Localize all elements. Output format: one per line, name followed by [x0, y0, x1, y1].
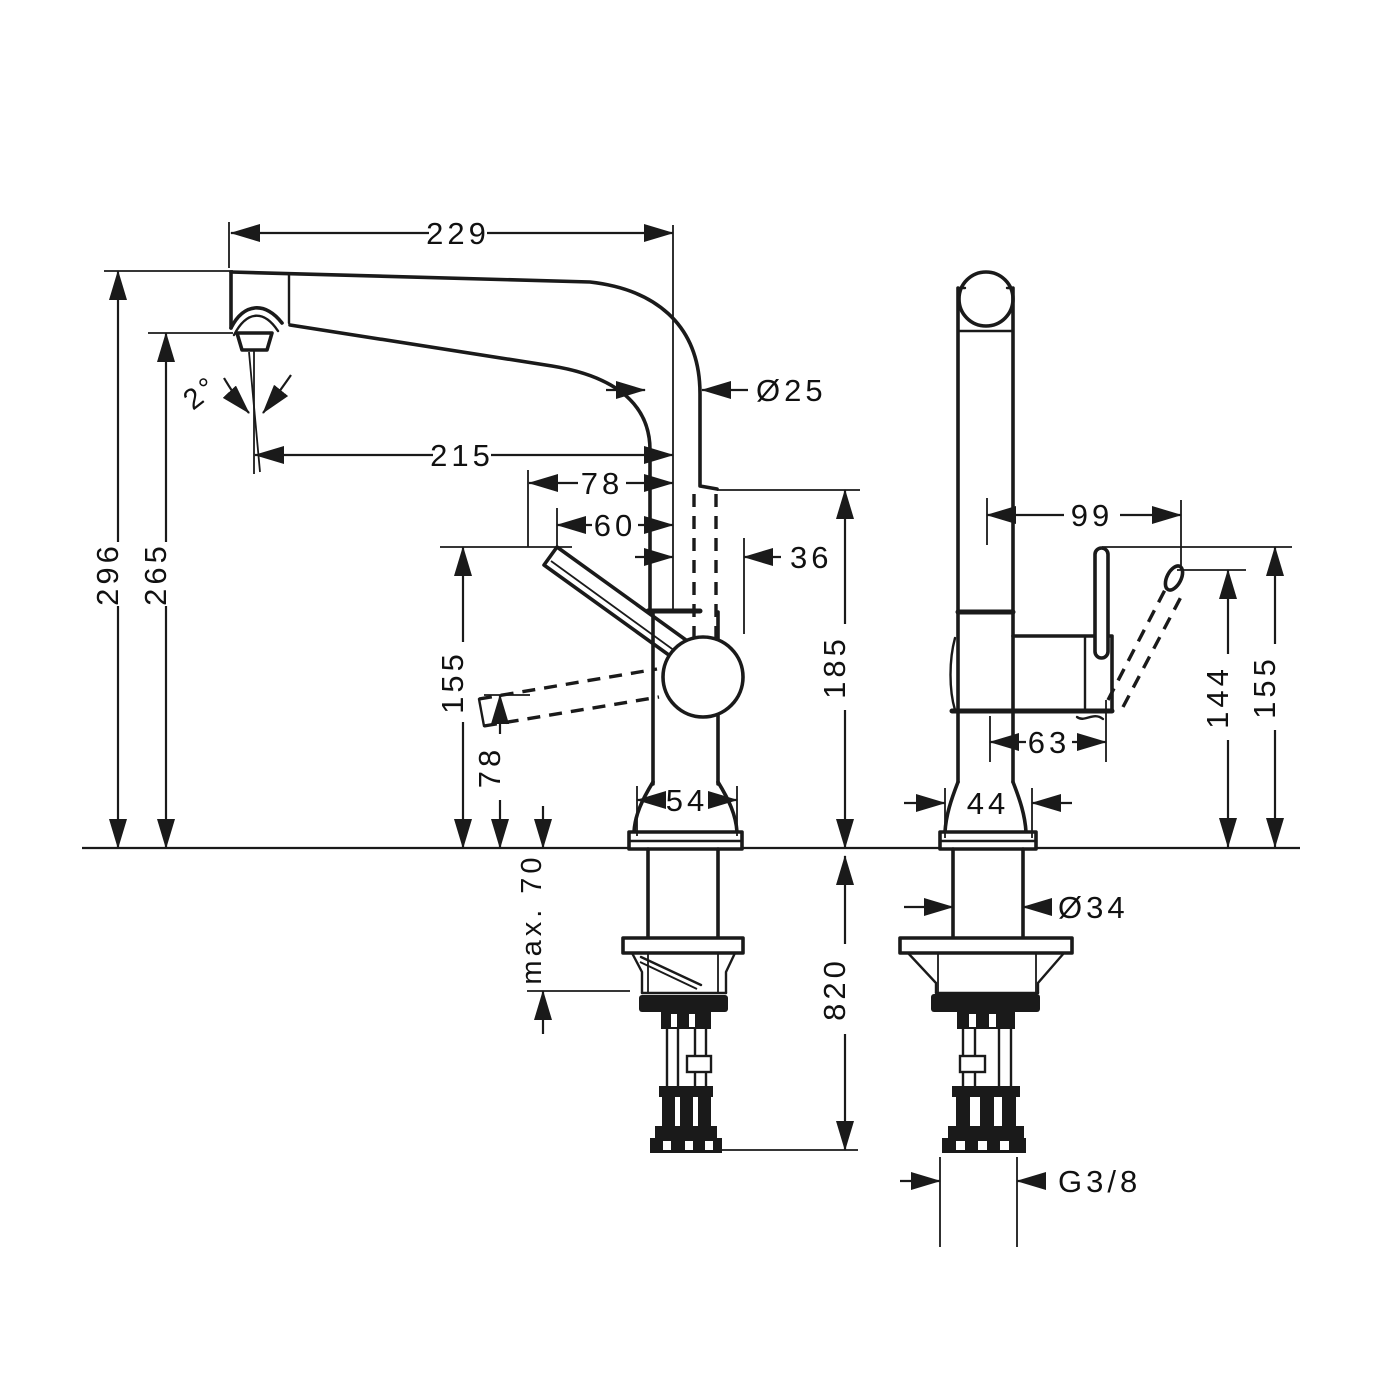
dimensions: 229 215 2° Ø25 78 60	[90, 216, 1284, 1199]
aerator-dome-inner	[232, 314, 280, 337]
right-view-faucet	[898, 270, 1185, 1153]
dim-label-78: 78	[581, 466, 623, 501]
dim-height-155-right: 155	[1247, 546, 1284, 848]
aerator-dome	[229, 306, 284, 330]
dim-offset-78: 78	[528, 466, 674, 501]
lever-rod-upright	[1093, 546, 1110, 660]
dim-label-265: 265	[138, 542, 173, 606]
dim-height-296: 296	[90, 270, 127, 849]
dim-label-60: 60	[594, 508, 636, 543]
dim-spout-reach-229: 229	[230, 216, 674, 251]
dim-label-g38: G3/8	[1058, 1164, 1141, 1199]
dim-height-185: 185	[817, 489, 854, 849]
handle-lowered-bottom	[483, 695, 660, 728]
dim-base-width-54: 54	[636, 783, 738, 818]
dim-shank-dia-34: Ø34	[904, 890, 1129, 925]
dim-base-depth-44: 44	[904, 786, 1072, 821]
dim-label-dia34: Ø34	[1058, 890, 1129, 925]
lever-tip	[1163, 564, 1185, 592]
handle-lowered-endcap	[477, 697, 486, 728]
dim-height-78: 78	[472, 694, 509, 849]
dim-spout-angle-2deg: 2°	[178, 369, 292, 417]
dim-handle-reach-99: 99	[986, 498, 1182, 533]
dim-label-229: 229	[426, 216, 490, 251]
dim-label-max70: max. 70	[516, 853, 548, 984]
left-view-faucet	[229, 270, 745, 1153]
dim-label-2deg: 2°	[178, 369, 226, 416]
body-collar	[949, 636, 957, 712]
dim-height-265: 265	[138, 332, 175, 849]
handle-pivot	[661, 635, 745, 719]
pipe-top-cap	[957, 270, 1015, 328]
dim-label-820: 820	[817, 957, 852, 1021]
dim-spout-diameter-25: Ø25	[606, 373, 827, 408]
dim-offset-36: 36	[635, 540, 832, 575]
dim-offset-60: 60	[556, 508, 674, 543]
dim-label-155-right: 155	[1247, 655, 1282, 719]
base-flare-right	[716, 780, 739, 834]
dim-label-296: 296	[90, 542, 125, 606]
base-flare-right-fv	[1011, 780, 1028, 834]
base-flare-left-fv	[943, 780, 960, 834]
dim-label-185: 185	[817, 635, 852, 699]
dim-label-215: 215	[430, 438, 494, 473]
dim-label-99: 99	[1071, 498, 1113, 533]
dim-label-36: 36	[790, 540, 832, 575]
dim-handle-proj-63: 63	[989, 725, 1107, 760]
dim-reach-to-outlet-215: 215	[254, 438, 674, 473]
mounting-hardware-left-view	[621, 936, 745, 1153]
dim-label-78-vert: 78	[472, 746, 507, 788]
dim-label-dia25: Ø25	[756, 373, 827, 408]
dim-label-144: 144	[1200, 665, 1235, 729]
dim-height-144: 144	[1200, 569, 1237, 848]
dim-label-44: 44	[967, 786, 1009, 821]
dim-counter-max-70: max. 70	[516, 806, 552, 1034]
dim-label-63: 63	[1028, 725, 1070, 760]
lever-base-curve	[1075, 714, 1105, 721]
aerator-outlet	[235, 331, 274, 352]
dim-height-155-left: 155	[435, 546, 472, 849]
mounting-hardware-front-view	[898, 936, 1074, 1153]
dim-label-155-left: 155	[435, 650, 470, 714]
dim-label-54: 54	[666, 783, 708, 818]
dim-thread-g38: G3/8	[900, 1164, 1141, 1199]
dim-hose-820: 820	[817, 855, 854, 1151]
